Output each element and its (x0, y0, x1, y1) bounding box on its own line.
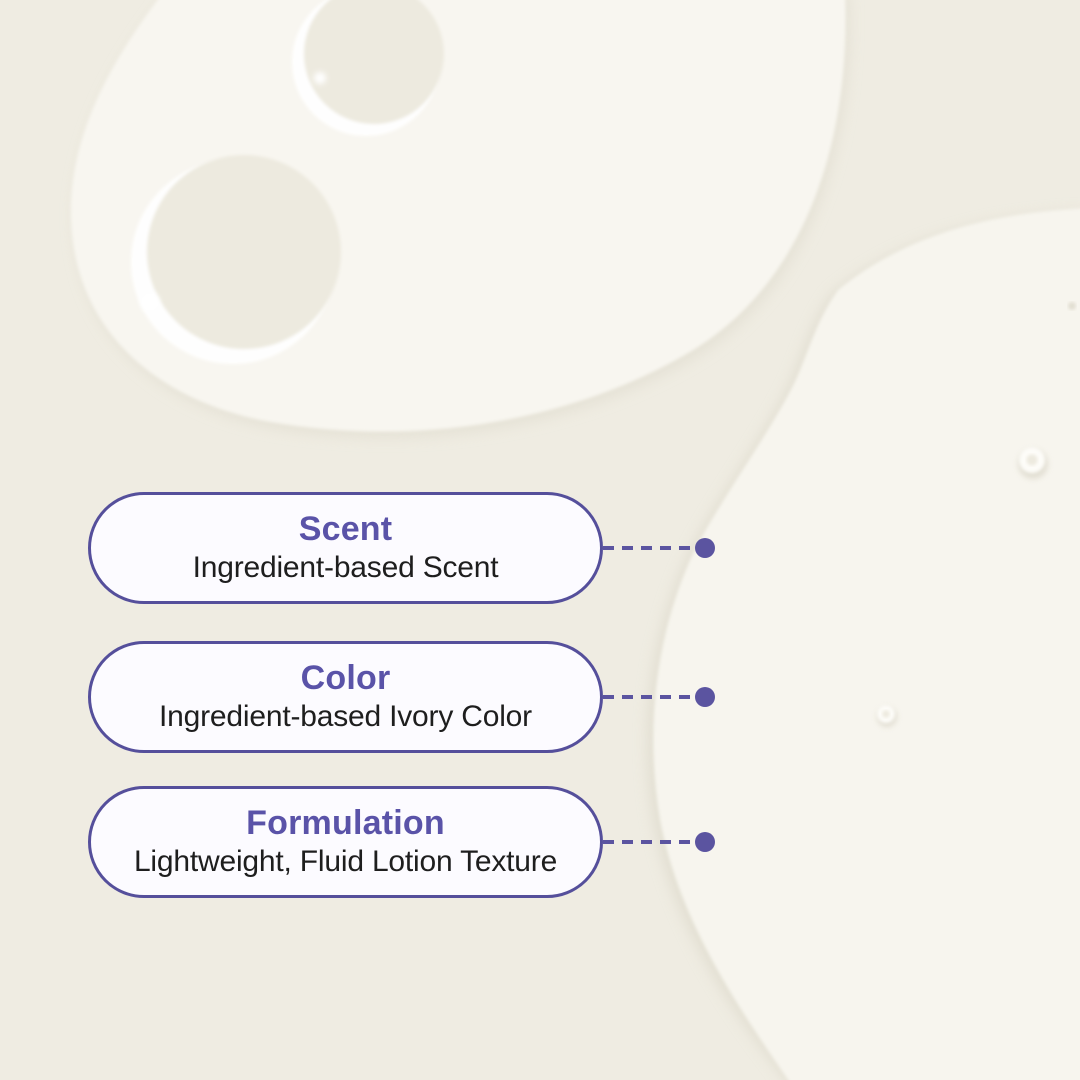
leader-connector (603, 832, 715, 852)
leader-line (603, 840, 695, 844)
leader-line (603, 695, 695, 699)
lotion-blob (653, 208, 1080, 1080)
callout-description: Lightweight, Fluid Lotion Texture (133, 844, 558, 878)
air-bubble-2-core (882, 710, 890, 718)
callout-description: Ingredient-based Ivory Color (159, 699, 532, 733)
callout-color: Color Ingredient-based Ivory Color (88, 641, 715, 753)
callout-scent: Scent Ingredient-based Scent (88, 492, 715, 604)
leader-connector (603, 687, 715, 707)
droplet-specular-1 (141, 293, 159, 311)
callout-formulation: Formulation Lightweight, Fluid Lotion Te… (88, 786, 715, 898)
callout-pill: Scent Ingredient-based Scent (88, 492, 603, 604)
callout-pill: Formulation Lightweight, Fluid Lotion Te… (88, 786, 603, 898)
air-bubble-1-core (1026, 454, 1038, 466)
tiny-speck (1068, 302, 1076, 310)
leader-connector (603, 538, 715, 558)
callout-description: Ingredient-based Scent (192, 550, 499, 584)
droplet-specular-2 (314, 72, 326, 84)
callout-pill: Color Ingredient-based Ivory Color (88, 641, 603, 753)
lotion-droplet-2 (304, 0, 444, 124)
leader-dot-icon (695, 832, 715, 852)
leader-line (603, 546, 695, 550)
lotion-droplet-1 (147, 155, 341, 349)
leader-dot-icon (695, 687, 715, 707)
callout-title: Color (300, 658, 391, 697)
leader-dot-icon (695, 538, 715, 558)
callout-title: Formulation (246, 803, 445, 842)
callout-title: Scent (298, 509, 393, 548)
